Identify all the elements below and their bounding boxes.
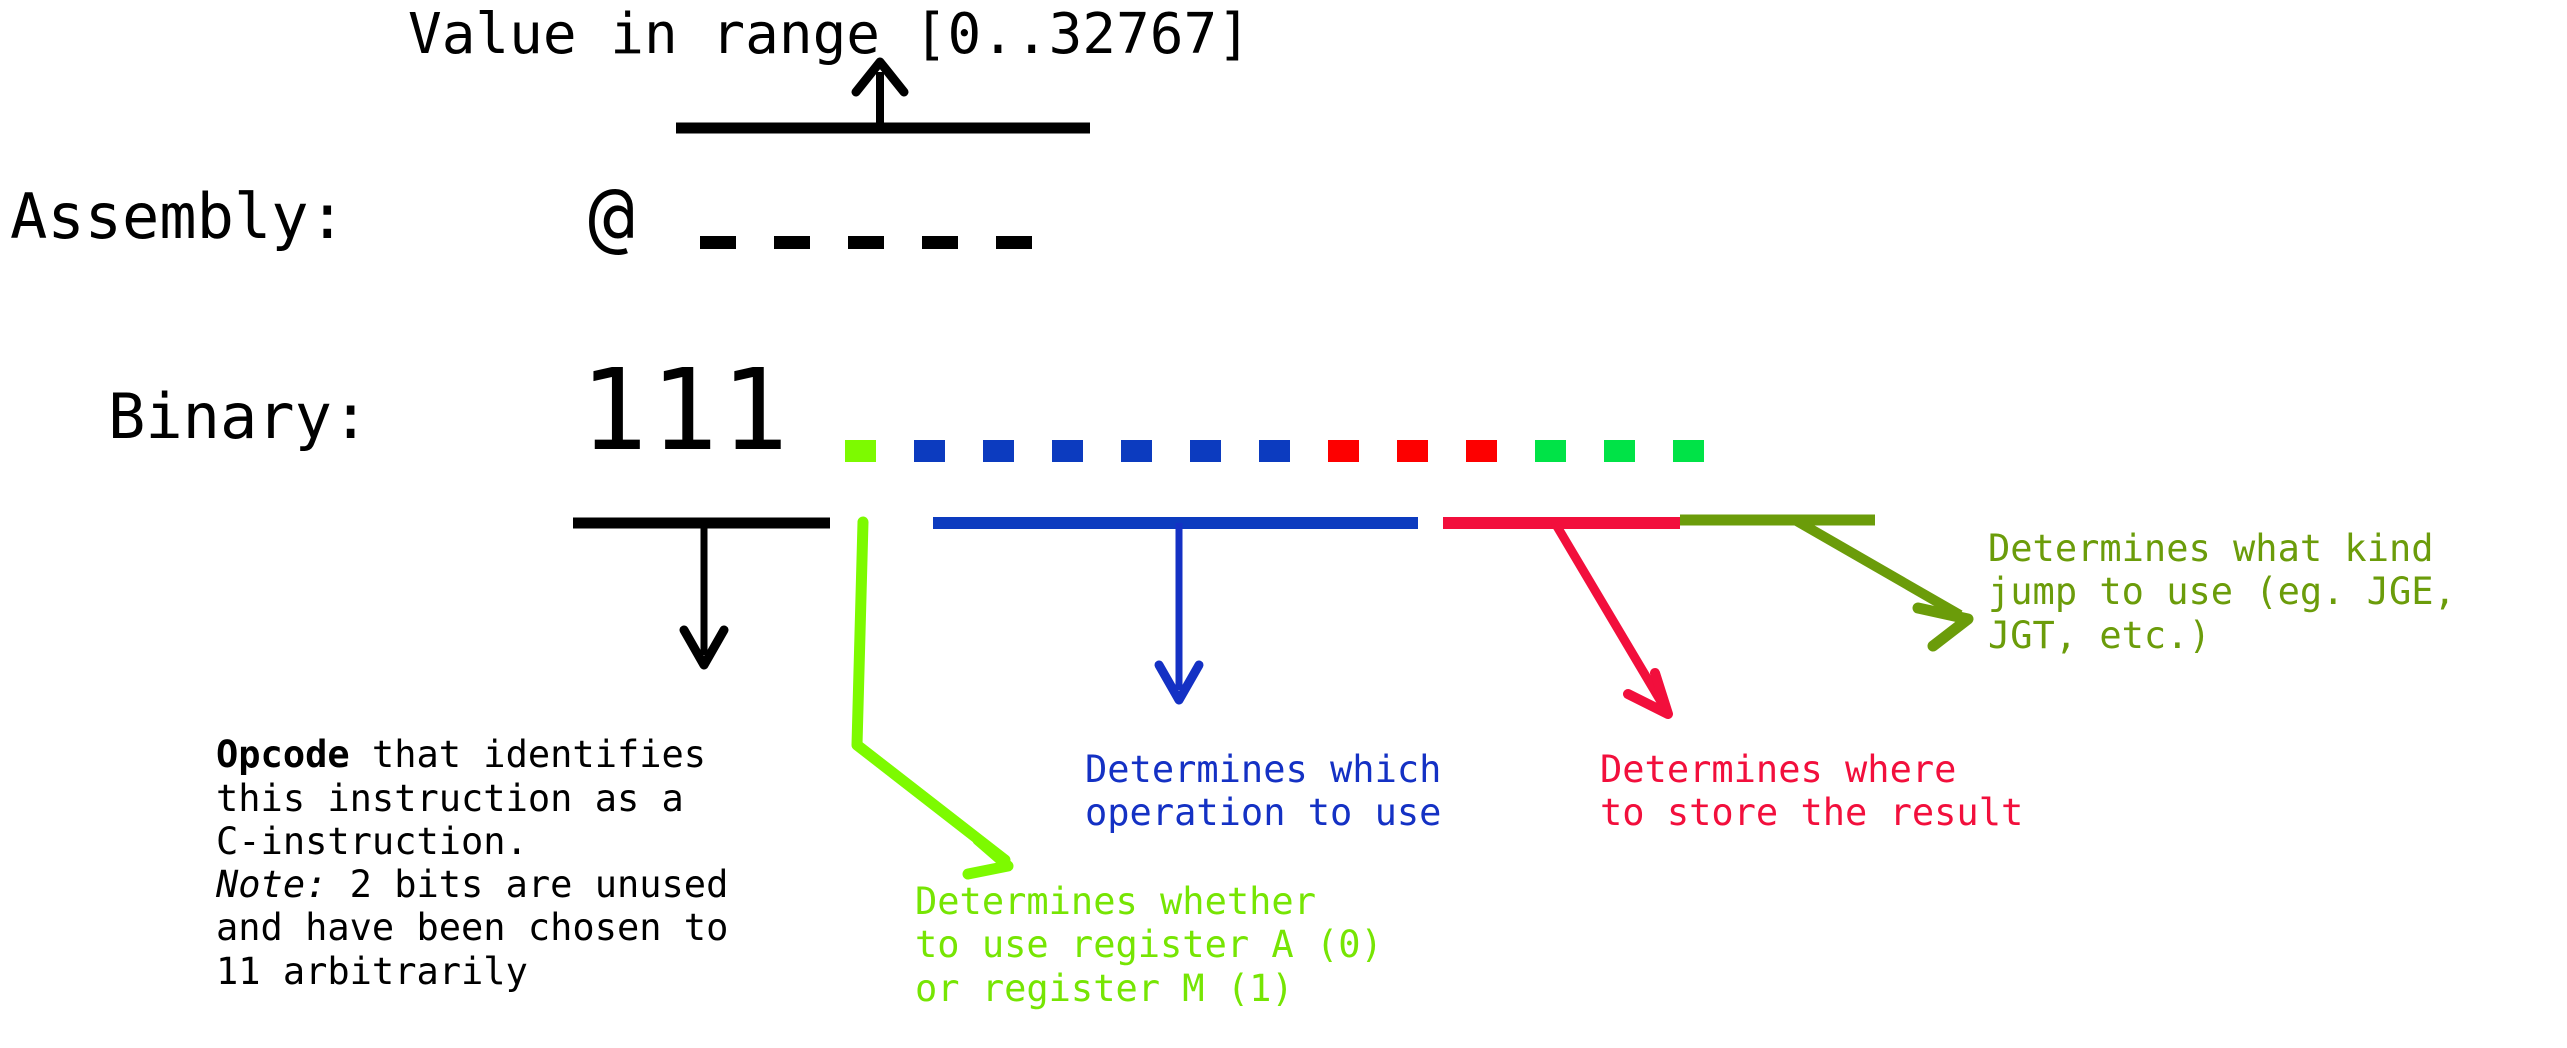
dest-connector [1443,517,1680,719]
a-bit-connector [851,516,1014,880]
caption-opcode-lead: Opcode [216,733,350,777]
binary-dash-dest [1397,440,1428,462]
assembly-dash [922,236,958,249]
binary-dash-dest [1328,440,1359,462]
caption-jump: Determines what kind jump to use (eg. JG… [1988,527,2456,657]
assembly-dash [848,236,884,249]
assembly-dash [996,236,1032,249]
caption-dest: Determines where to store the result [1600,748,2024,835]
binary-dash-comp [914,440,945,462]
caption-opcode-body: that identifies this instruction as a C-… [216,733,707,863]
opcode-connector [573,517,830,670]
caption-a-bit: Determines whether to use register A (0)… [915,880,1383,1010]
caption-opcode-note-body: 2 bits are unused and have been chosen t… [216,863,729,993]
binary-dash-jump [1604,440,1635,462]
binary-dash-jump [1673,440,1704,462]
jump-connector [1680,514,1974,652]
comp-connector [933,517,1418,705]
binary-dash-dest [1466,440,1497,462]
assembly-dash-row [700,236,1032,249]
binary-dash-comp [983,440,1014,462]
opcode-bits-glyph: 111 [580,346,792,476]
at-symbol-glyph: @ [588,172,635,262]
binary-dash-comp [1121,440,1152,462]
caption-comp: Determines which operation to use [1085,748,1442,835]
binary-dash-a-bit [845,440,876,462]
value-range-connector [676,57,1090,134]
binary-dash-comp [1259,440,1290,462]
binary-dash-comp [1190,440,1221,462]
binary-dash-jump [1535,440,1566,462]
binary-dash-comp [1052,440,1083,462]
assembly-row-label: Assembly: [10,180,346,253]
caption-opcode-note-lead: Note: [216,863,328,907]
assembly-dash [700,236,736,249]
page-title: Value in range [0..32767] [408,2,1251,67]
caption-opcode: Opcode that identifies this instruction … [216,690,776,993]
binary-row-label: Binary: [108,380,370,453]
binary-dash-row [845,440,1704,462]
assembly-dash [774,236,810,249]
